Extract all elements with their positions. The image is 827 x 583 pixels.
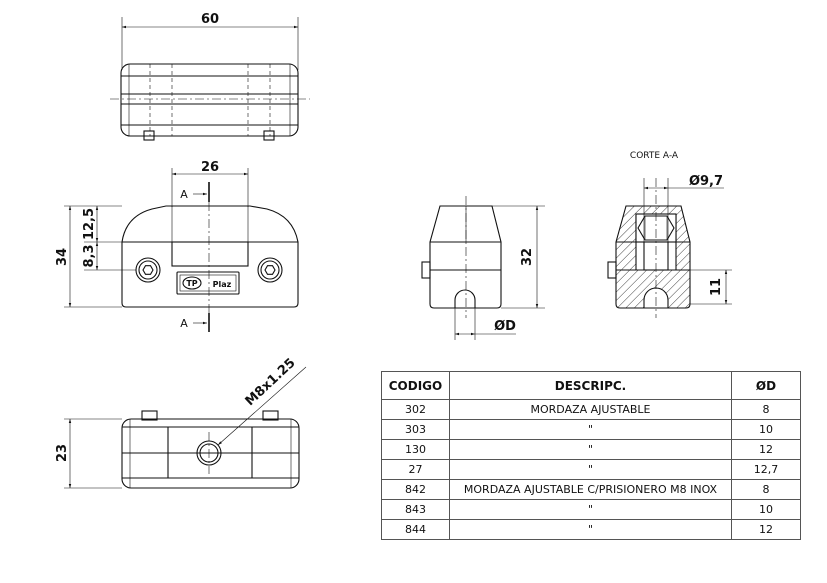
cell-codigo: 842	[381, 479, 450, 500]
bottom-view: M8x1.25 23	[55, 356, 307, 489]
spec-table: CODIGO DESCRIPC. ØD 302 MORDAZA AJUSTABL…	[381, 371, 801, 540]
cell-diameter: 8	[731, 479, 801, 500]
dim-center-width: 26	[201, 160, 219, 175]
logo-left-text: TP	[186, 279, 197, 288]
header-codigo: CODIGO	[381, 371, 450, 400]
section-view: CORTE A-A Ø9,7 11	[607, 151, 732, 318]
dim-thread: M8x1.25	[243, 356, 299, 410]
cell-codigo: 303	[381, 419, 450, 440]
dim-width: 60	[201, 12, 219, 27]
header-descripc: DESCRIPC.	[449, 371, 732, 400]
dim-section-diameter: Ø9,7	[689, 174, 723, 189]
cell-codigo: 130	[381, 439, 450, 460]
table-header-row: CODIGO DESCRIPC. ØD	[381, 371, 801, 400]
cell-codigo: 302	[381, 399, 450, 420]
table-row: 303 " 10	[381, 419, 801, 440]
section-mark-top: A	[180, 188, 188, 201]
table-row: 302 MORDAZA AJUSTABLE 8	[381, 399, 801, 420]
dim-section-height: 11	[709, 278, 724, 296]
cell-descripc: "	[449, 439, 732, 460]
section-title: CORTE A-A	[630, 151, 679, 161]
cell-descripc: "	[449, 499, 732, 520]
cell-diameter: 10	[731, 419, 801, 440]
table-row: 27 " 12,7	[381, 459, 801, 480]
cell-diameter: 12	[731, 519, 801, 540]
front-view: 26 A A TP Plaz	[55, 160, 299, 332]
cell-diameter: 10	[731, 499, 801, 520]
dim-hole-height: 8,3	[82, 244, 97, 267]
cell-codigo: 844	[381, 519, 450, 540]
dim-upper-height: 12,5	[82, 208, 97, 240]
table-row: 843 " 10	[381, 499, 801, 520]
header-diameter: ØD	[731, 371, 801, 400]
section-mark-bottom: A	[180, 317, 188, 330]
table-row: 842 MORDAZA AJUSTABLE C/PRISIONERO M8 IN…	[381, 479, 801, 500]
table-row: 130 " 12	[381, 439, 801, 460]
cell-descripc: "	[449, 519, 732, 540]
cell-diameter: 12,7	[731, 459, 801, 480]
cell-codigo: 843	[381, 499, 450, 520]
cell-descripc: MORDAZA AJUSTABLE C/PRISIONERO M8 INOX	[449, 479, 732, 500]
cell-diameter: 8	[731, 399, 801, 420]
table-row: 844 " 12	[381, 519, 801, 540]
dim-side-height: 32	[520, 248, 535, 266]
cell-codigo: 27	[381, 459, 450, 480]
cell-descripc: MORDAZA AJUSTABLE	[449, 399, 732, 420]
top-view: 60	[110, 12, 310, 141]
dim-height: 34	[55, 248, 70, 266]
logo-right-text: Plaz	[213, 280, 232, 289]
side-view: 32 ØD	[421, 196, 545, 340]
dim-bore: ØD	[494, 319, 516, 334]
cell-descripc: "	[449, 459, 732, 480]
cell-descripc: "	[449, 419, 732, 440]
cell-diameter: 12	[731, 439, 801, 460]
dim-bottom-height: 23	[55, 444, 70, 462]
